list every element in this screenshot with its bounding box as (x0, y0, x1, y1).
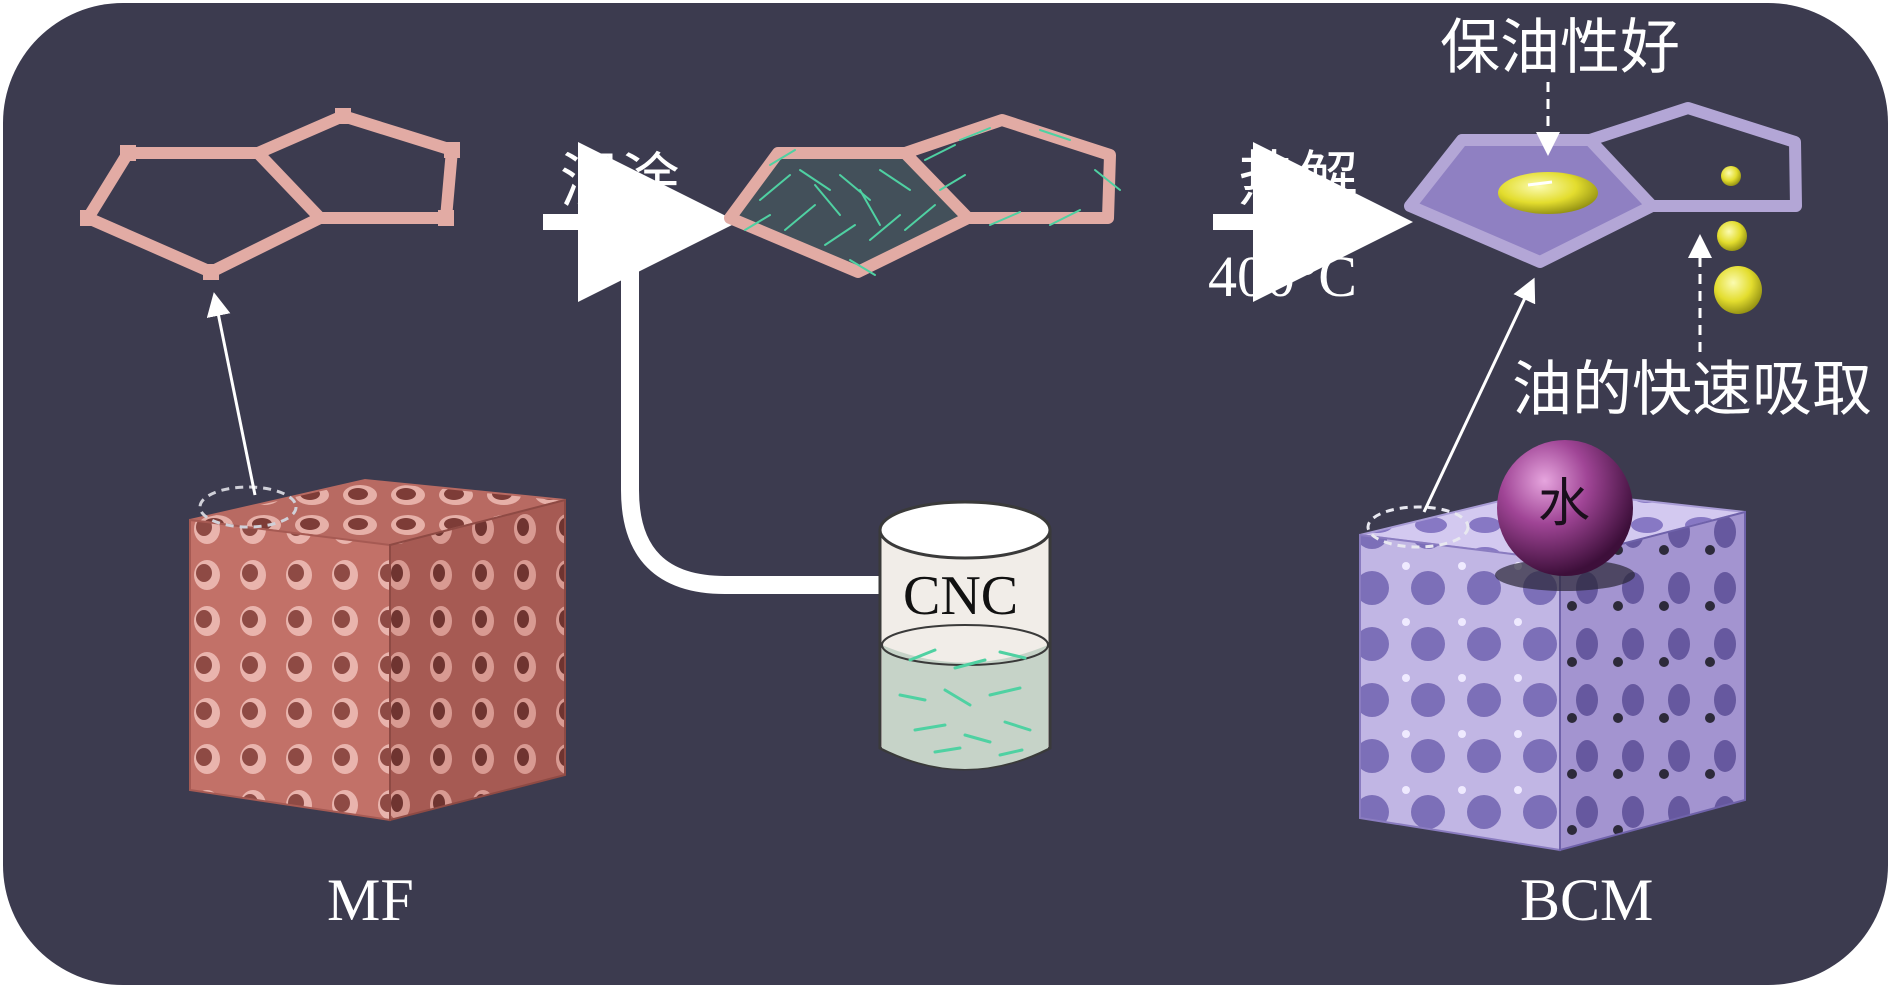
oil-droplet-retained (1498, 172, 1598, 214)
mf-cube (190, 480, 565, 820)
mf-label: MF (327, 870, 414, 930)
cnc-beaker (880, 502, 1050, 769)
oil-droplet-small (1721, 166, 1741, 186)
oil-droplet-large (1714, 266, 1762, 314)
dip-coating-label: 浸涂 (560, 152, 680, 212)
pyrolysis-label: 热解 (1238, 150, 1358, 210)
bcm-label: BCM (1520, 870, 1653, 930)
oil-retention-label: 保油性好 (1440, 18, 1680, 78)
cnc-label: CNC (903, 568, 1018, 624)
water-label: 水 (1538, 478, 1590, 530)
oil-droplet-medium (1717, 221, 1747, 251)
fast-oil-absorption-label: 油的快速吸取 (1512, 360, 1872, 420)
temperature-label: 400°C (1208, 248, 1357, 306)
